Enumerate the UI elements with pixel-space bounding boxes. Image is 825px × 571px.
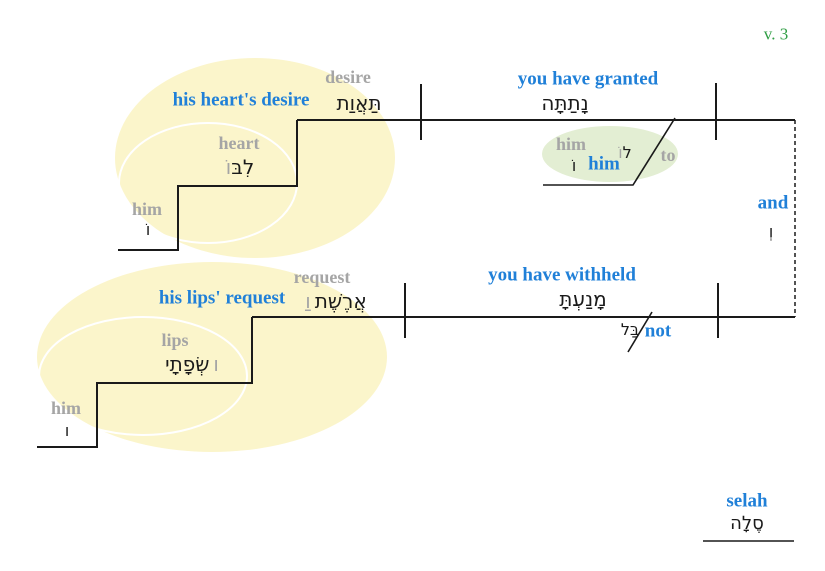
clause2-head-hebrew-main: אֲרֶשֶׁת <box>314 289 367 313</box>
clause2-head-hebrew: וַאֲרֶשֶׁת <box>305 291 366 311</box>
clause2-verb-hebrew: מָנַעְתָּ <box>559 287 607 311</box>
clause2-genitive-staircase <box>37 317 253 448</box>
conjunction-hebrew: וְ <box>768 222 774 241</box>
verse-reference: v. 3 <box>763 24 789 44</box>
clause2-object-phrase-gloss: his lips' request <box>158 287 286 309</box>
yellow-highlight-ellipse-top <box>115 58 395 258</box>
adjunct-object-hebrew: וֹ <box>571 156 577 175</box>
clause1-possessor-hebrew: וֹ <box>145 220 151 239</box>
yellow-highlight-ellipse-bottom <box>37 262 387 452</box>
clause1-genitive-hebrew: לִבּוֹ <box>226 157 254 177</box>
negation-slash <box>627 311 653 353</box>
negation-hebrew: בַּל <box>620 320 640 339</box>
clause2-verb-gloss: you have withheld <box>488 264 636 286</box>
clause1-possessor-gloss: him <box>131 199 163 219</box>
selah-hebrew: סֶלָה <box>730 513 764 534</box>
clause1-head-gloss: desire <box>325 67 371 87</box>
adjunct-prep-hebrew: לוֹ <box>618 145 631 161</box>
clause2-head-prefix: וַ <box>305 289 311 313</box>
clause1-verb-hebrew: נָתַתָּה <box>541 91 589 115</box>
clause2-genitive-hebrew-main: שְׂפָתָי <box>165 352 210 376</box>
clause1-genitive-hebrew-main: לִבּ <box>231 155 255 179</box>
clause2-genitive-gloss: lips <box>161 330 189 350</box>
adjunct-prep-hebrew-main: ל <box>622 143 632 162</box>
clause1-genitive-hebrew-suffix: וֹ <box>225 155 232 179</box>
clause2-possessor-gloss: him <box>50 398 82 418</box>
conjunction-gloss: and <box>757 192 789 214</box>
clause1-verb-gloss: you have granted <box>517 68 659 90</box>
adjunct-object-gloss: him <box>588 153 620 175</box>
clause1-genitive-staircase <box>118 120 298 251</box>
adjunct-surface-gloss: him <box>555 134 587 154</box>
white-inner-ellipse-bottom <box>38 316 248 436</box>
negation-gloss: not <box>644 320 672 342</box>
clause1-genitive-gloss: heart <box>218 133 260 153</box>
adjunct-prep-gloss: to <box>660 145 676 165</box>
adjunct-prep-hebrew-suffix: וֹ <box>618 143 623 162</box>
clause2-genitive-hebrew-suffix: ו <box>213 352 219 376</box>
clause1-subject-phrase-gloss: his heart's desire <box>172 89 310 111</box>
clause1-head-hebrew: תַּאֲוַת <box>336 91 382 115</box>
clause2-head-gloss: request <box>293 267 351 287</box>
selah-gloss: selah <box>726 490 768 512</box>
clause1-preposition-line <box>543 117 676 186</box>
clause2-possessor-hebrew: ו <box>64 421 70 440</box>
